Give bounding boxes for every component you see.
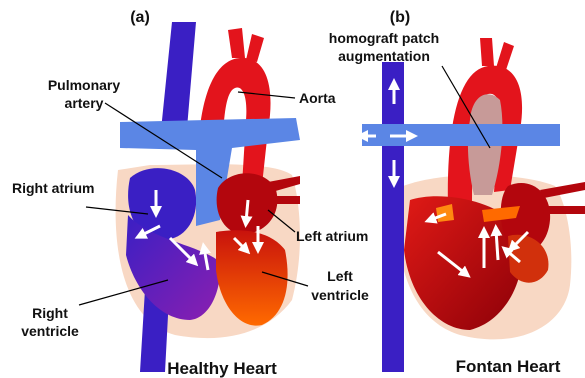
label-right-atrium: Right atrium (12, 180, 94, 196)
fontan-heart-illustration (362, 38, 585, 372)
panel-label-b: (b) (390, 9, 410, 26)
label-pulmonary-artery-1: Pulmonary (48, 77, 121, 93)
panel-label-a: (a) (130, 9, 150, 26)
label-left-ventricle-1: Left (327, 268, 353, 284)
caption-fontan-heart: Fontan Heart (456, 357, 561, 376)
vena-cava-b (382, 62, 404, 372)
label-left-ventricle-2: ventricle (311, 287, 369, 303)
caption-healthy-heart: Healthy Heart (167, 359, 277, 378)
healthy-heart-illustration (116, 22, 300, 372)
label-pulmonary-artery-2: artery (65, 95, 104, 111)
label-aorta: Aorta (299, 90, 336, 106)
label-homograft-1: homograft patch (329, 30, 439, 46)
label-homograft-2: augmentation (338, 48, 430, 64)
label-left-atrium: Left atrium (296, 228, 368, 244)
label-right-ventricle-2: ventricle (21, 323, 79, 339)
label-right-ventricle-1: Right (32, 305, 68, 321)
